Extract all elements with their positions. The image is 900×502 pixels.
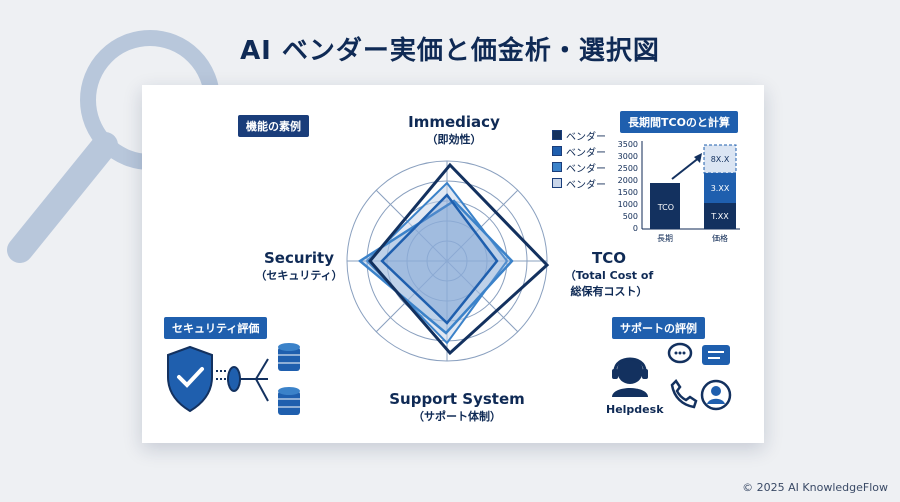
tco-bar-chart: 3500 3000 2500 2000 1500 1000 500 0 TCO … (618, 140, 740, 243)
support-tag: サポートの評例 (612, 317, 705, 339)
xtick: 価格 (712, 233, 728, 243)
vendor-2-area (380, 193, 499, 325)
security-illustration (167, 343, 300, 415)
legend-item: ベンダー (552, 127, 606, 143)
phone-icon (670, 379, 698, 409)
axis-tco: TCO （Total Cost of 総保有コスト） (564, 249, 654, 298)
bar-stack-3 (703, 144, 737, 174)
vendor-1-line (368, 162, 550, 356)
bar-stack-2 (704, 173, 736, 203)
headset-agent-icon (612, 357, 648, 397)
helpdesk-label: Helpdesk (606, 403, 664, 416)
chat-bubbles-icon (667, 342, 693, 364)
legend-item: ベンダー (552, 159, 606, 175)
ytick: 2000 (618, 176, 638, 185)
bar-stack-1 (704, 203, 736, 229)
ytick: 500 (623, 212, 638, 221)
check-icon (177, 367, 204, 388)
stack-label: 8X.X (711, 155, 730, 164)
stack-label: 3.XX (711, 184, 730, 193)
features-tag: 機能の素例 (238, 115, 309, 137)
ytick: 0 (633, 224, 638, 233)
axis-immediacy: Immediacy （即効性） (408, 113, 500, 146)
axis-security: Security （セキュリティ） (255, 249, 343, 282)
legend: ベンダー ベンダー ベンダー ベンダー (552, 127, 606, 191)
ytick: 1500 (618, 188, 638, 197)
security-tag: セキュリティ評価 (164, 317, 268, 339)
page-title: AI ベンダー実価と価金析・選択図 (240, 36, 660, 66)
ytick: 3500 (618, 140, 638, 149)
message-icon (702, 345, 730, 365)
vendor-3-area (357, 199, 514, 335)
bar-tco (650, 183, 680, 229)
database-icon (278, 387, 300, 415)
diagram-card: 機能の素例 長期間TCOのと計算 セキュリティ評価 サポートの評例 Immedi… (142, 85, 764, 443)
axis-support: Support System （サポート体制） (389, 390, 525, 423)
ytick: 2500 (618, 164, 638, 173)
support-illustration (612, 342, 732, 411)
ytick: 1000 (618, 200, 638, 209)
xtick: 長期 (657, 234, 673, 243)
user-icon (700, 379, 732, 411)
y-ticks: 3500 3000 2500 2000 1500 1000 500 0 (618, 140, 638, 233)
bar-tco-label: TCO (657, 203, 674, 212)
database-icon (278, 343, 300, 371)
copyright: © 2025 AI KnowledgeFlow (742, 481, 888, 494)
legend-item: ベンダー (552, 175, 606, 191)
legend-item: ベンダー (552, 143, 606, 159)
ytick: 3000 (618, 152, 638, 161)
tco-tag: 長期間TCOのと計算 (620, 111, 738, 133)
stack-label: T.XX (710, 212, 729, 221)
radar-chart (346, 160, 550, 362)
